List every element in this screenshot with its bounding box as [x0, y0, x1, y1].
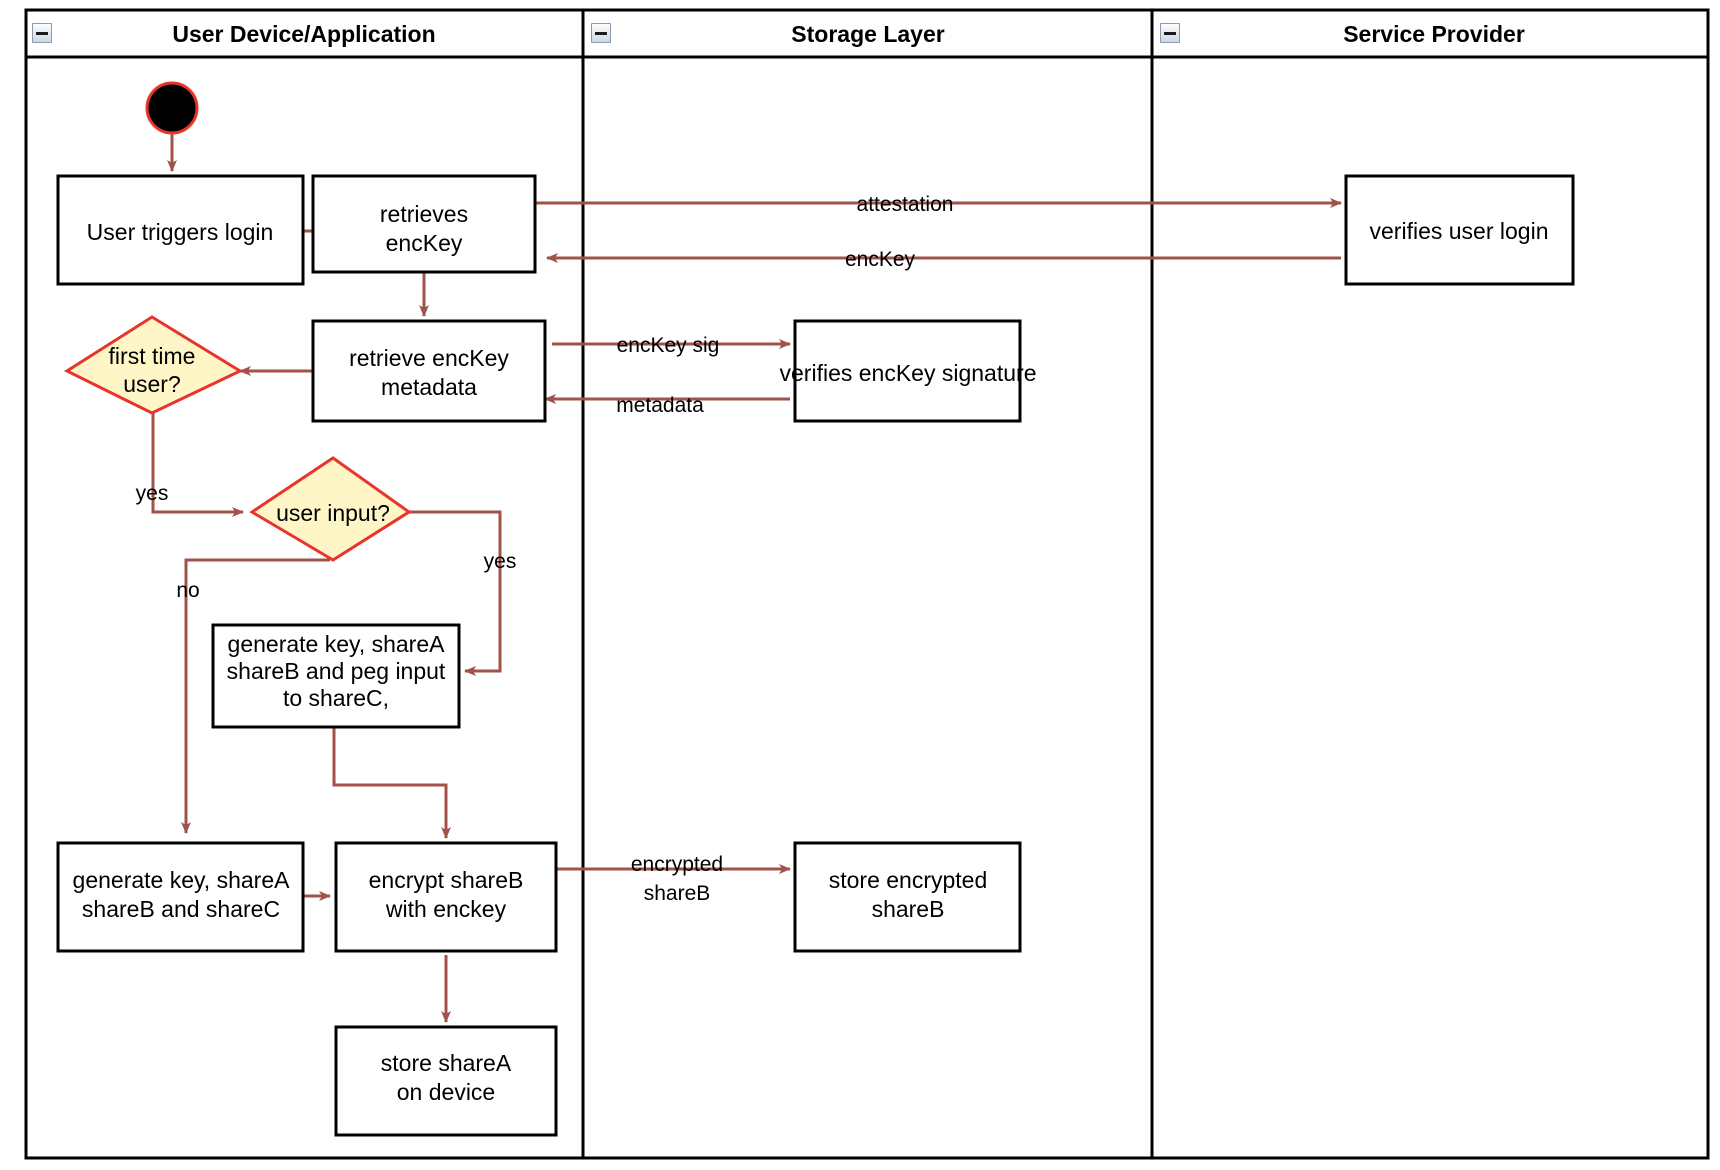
- collapse-minus-icon-service-provider[interactable]: [1160, 23, 1180, 43]
- start-node[interactable]: [145, 81, 199, 135]
- node-label-line1: generate key, shareA: [73, 867, 291, 893]
- edge-userinput-no: [181, 558, 330, 834]
- node-label-line1: first time: [109, 343, 196, 369]
- node-label-line1: encrypt shareB: [369, 867, 524, 893]
- node-generate-key-peg[interactable]: generate key, shareA shareB and peg inpu…: [211, 623, 461, 729]
- node-encrypt-shareb[interactable]: encrypt shareB with enckey: [334, 841, 558, 953]
- node-label: user input?: [276, 500, 390, 526]
- edge-label-attestation: attestation: [857, 193, 954, 216]
- node-generate-key-abc[interactable]: generate key, shareA shareB and shareC: [56, 841, 305, 953]
- node-label-line2: shareB: [872, 896, 945, 922]
- node-label-line2: encKey: [386, 230, 463, 256]
- flow-edges: [151, 129, 1342, 1023]
- node-label-line1: generate key, shareA: [228, 631, 446, 657]
- node-first-time-user-decision[interactable]: first time user?: [63, 315, 244, 415]
- node-label-line3: to shareC,: [283, 685, 389, 711]
- node-label-line2: with enckey: [385, 896, 507, 922]
- node-label-line1: retrieve encKey: [349, 345, 509, 371]
- edge-label-enckey: encKey: [845, 248, 916, 271]
- node-verifies-user-login[interactable]: verifies user login: [1344, 174, 1575, 286]
- node-store-encrypted-shareb[interactable]: store encrypted shareB: [793, 841, 1022, 953]
- edge-label-encrypted-line1: encrypted: [631, 853, 723, 876]
- edge-labels: attestation encKey encKey sig metadata y…: [136, 193, 954, 905]
- node-label: User triggers login: [87, 219, 274, 245]
- node-label-line2: user?: [123, 371, 181, 397]
- edge-label-metadata: metadata: [616, 394, 704, 417]
- node-label-line2: metadata: [381, 374, 477, 400]
- edge-userinput-yes: [409, 510, 502, 676]
- edge-firsttime-yes: [151, 413, 244, 517]
- node-label-line2: on device: [397, 1079, 495, 1105]
- lane-title-service-provider: Service Provider: [1343, 21, 1525, 47]
- node-user-triggers-login[interactable]: User triggers login: [56, 174, 305, 286]
- node-label-line1: store encrypted: [829, 867, 988, 893]
- collapse-minus-icon-storage[interactable]: [591, 23, 611, 43]
- edge-label-encrypted-line2: shareB: [644, 882, 711, 905]
- node-label-line2: shareB and shareC: [82, 896, 280, 922]
- lane-title-user-device: User Device/Application: [172, 21, 435, 47]
- edge-label-yes-user-input: yes: [484, 550, 517, 573]
- node-store-sharea[interactable]: store shareA on device: [334, 1025, 558, 1137]
- node-retrieve-enckey-metadata[interactable]: retrieve encKey metadata: [311, 319, 547, 423]
- node-user-input-decision[interactable]: user input?: [249, 456, 412, 562]
- collapse-minus-icon-user-device[interactable]: [32, 23, 52, 43]
- node-label: verifies encKey signature: [780, 360, 1037, 386]
- edge-label-enckey-sig: encKey sig: [617, 334, 720, 357]
- edge-label-no-user-input: no: [176, 579, 199, 602]
- node-label-line2: shareB and peg input: [227, 658, 446, 684]
- edge-label-yes-first-time: yes: [136, 482, 169, 505]
- node-label: verifies user login: [1370, 218, 1549, 244]
- node-label-line1: store shareA: [381, 1050, 512, 1076]
- swimlane-frame: [24, 8, 1710, 1160]
- edge-peg-to-encrypt: [332, 727, 451, 839]
- lane-title-storage: Storage Layer: [791, 21, 944, 47]
- node-verifies-enckey-signature[interactable]: verifies encKey signature: [780, 319, 1037, 423]
- node-label-line1: retrieves: [380, 201, 468, 227]
- node-retrieves-enckey[interactable]: retrieves encKey: [311, 174, 537, 274]
